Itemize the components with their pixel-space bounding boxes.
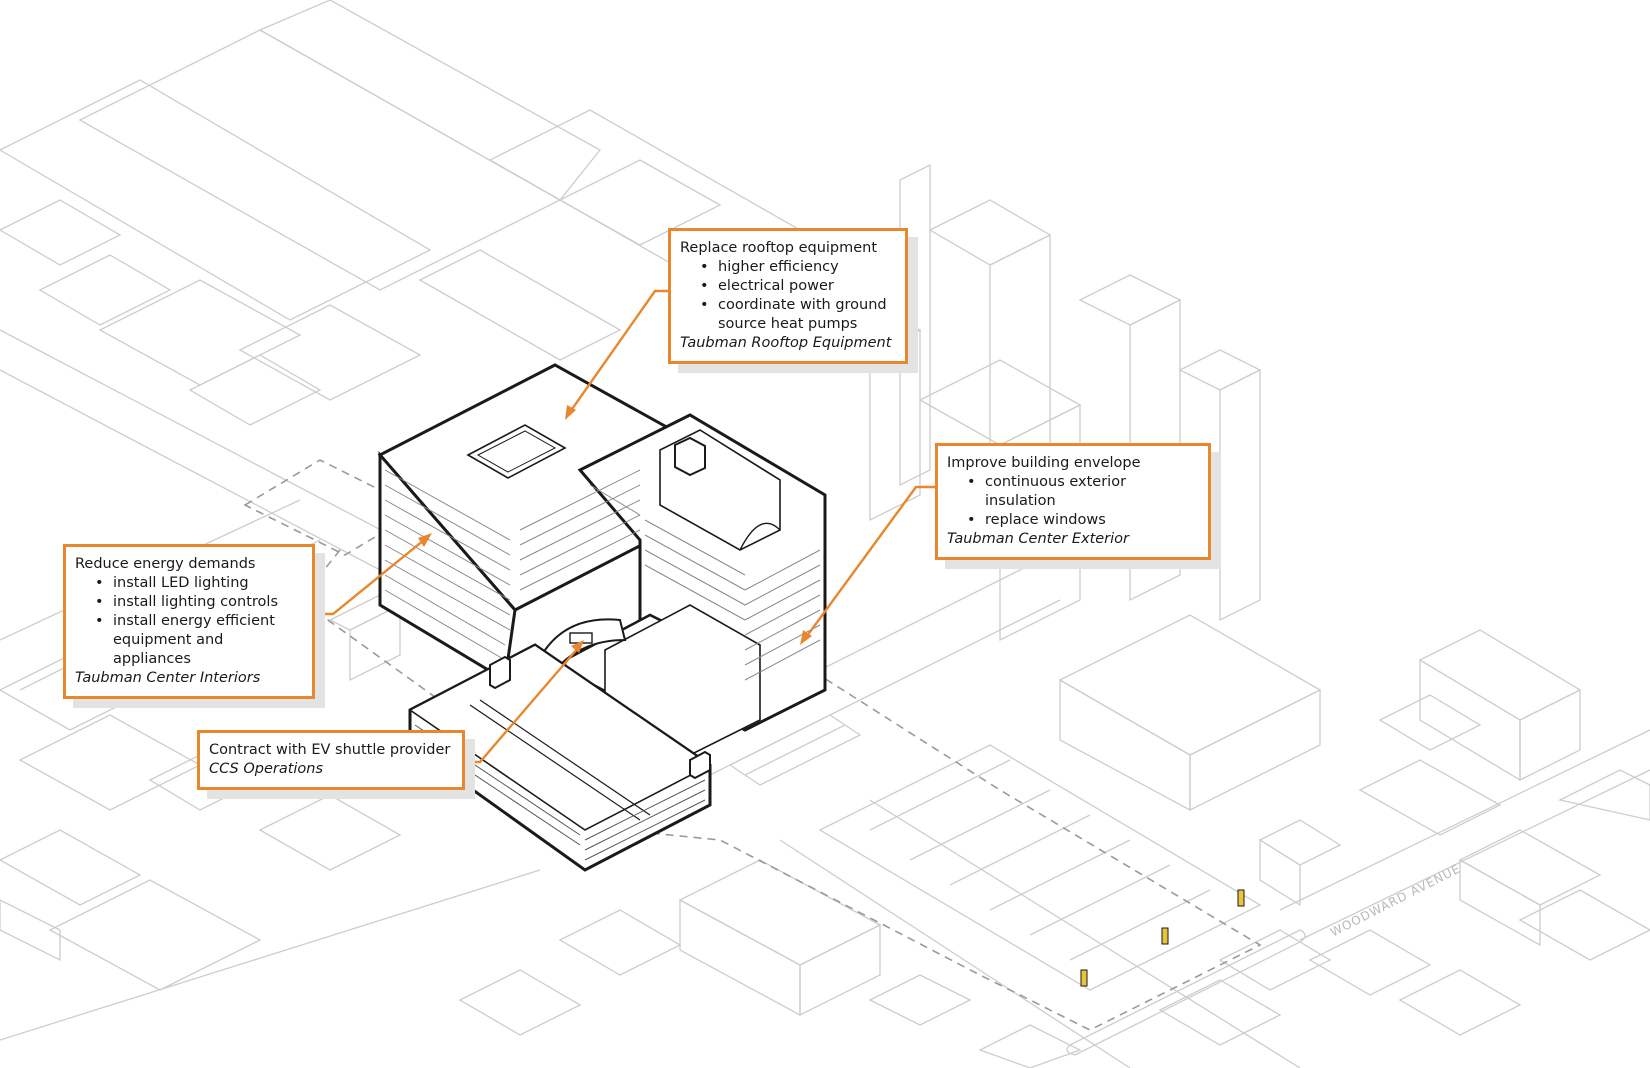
arrowheads: [418, 405, 812, 653]
list-item: coordinate with ground source heat pumps: [700, 296, 895, 334]
callout-rooftop-equipment: Replace rooftop equipment higher efficie…: [668, 228, 908, 364]
taubman-center-building: [377, 363, 827, 756]
callout-title: Replace rooftop equipment: [680, 240, 878, 256]
callout-list: install LED lighting install lighting co…: [75, 574, 302, 669]
callout-list: higher efficiency electrical power coord…: [680, 258, 895, 334]
list-item: install LED lighting: [95, 574, 302, 593]
callout-title: Reduce energy demands: [75, 556, 256, 572]
callout-building-envelope: Improve building envelope continuous ext…: [935, 443, 1211, 560]
list-item: install energy efficient equipment and a…: [95, 612, 302, 669]
list-item: install lighting controls: [95, 593, 302, 612]
street-markers: [1080, 889, 1245, 987]
list-item: electrical power: [700, 277, 895, 296]
list-item: replace windows: [967, 511, 1198, 530]
list-item: higher efficiency: [700, 258, 895, 277]
callout-title: Improve building envelope: [947, 455, 1141, 471]
callout-ev-shuttle: Contract with EV shuttle provider CCS Op…: [197, 730, 465, 790]
callout-title: Contract with EV shuttle provider: [209, 742, 451, 758]
callout-list: continuous exterior insulation replace w…: [947, 473, 1198, 530]
callout-owner: Taubman Center Exterior: [947, 531, 1130, 547]
callout-owner: Taubman Rooftop Equipment: [680, 335, 892, 351]
parking-structure: [408, 643, 712, 872]
callout-energy-demands: Reduce energy demands install LED lighti…: [63, 544, 315, 699]
callout-owner: CCS Operations: [209, 761, 324, 777]
list-item: continuous exterior insulation: [967, 473, 1198, 511]
leader-lines: [315, 289, 935, 764]
callout-owner: Taubman Center Interiors: [75, 670, 261, 686]
